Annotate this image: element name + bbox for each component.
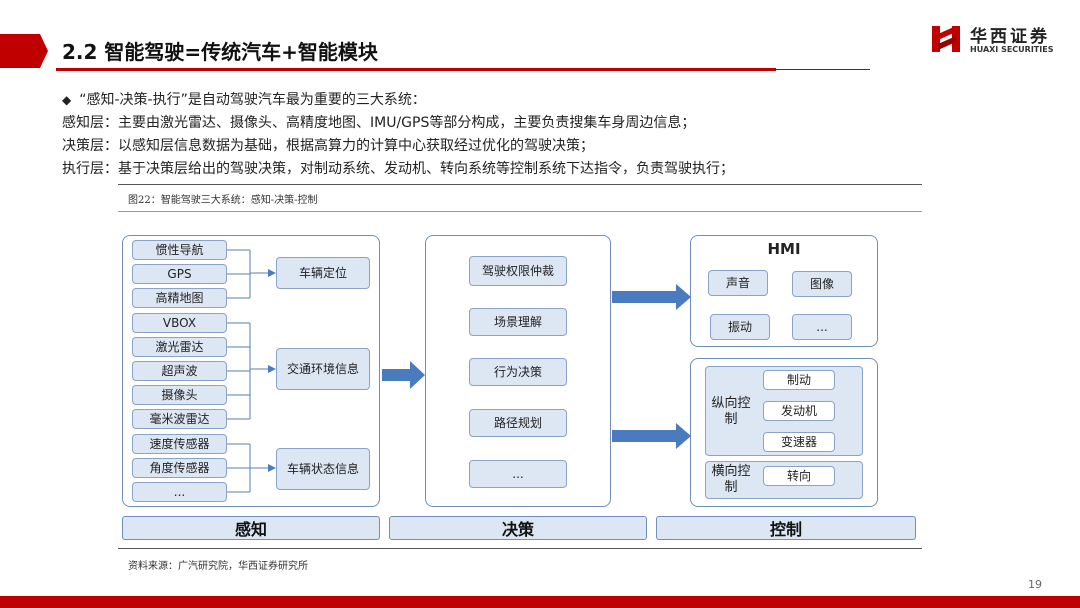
intro-line-execution: 执行层：基于决策层给出的驾驶决策，对制动系统、发动机、转向系统等控制系统下达指令… (62, 161, 734, 177)
label-control: 控制 (656, 516, 916, 540)
control-engine: 发动机 (763, 401, 835, 421)
group-traffic-environment: 交通环境信息 (276, 348, 370, 390)
decision-behavior: 行为决策 (469, 358, 567, 386)
input-vbox: VBOX (132, 313, 227, 333)
figure-caption: 图22：智能驾驶三大系统：感知-决策-控制 (128, 195, 318, 206)
input-gps: GPS (132, 264, 227, 284)
control-steering: 转向 (763, 466, 835, 486)
figure-rule-top (118, 184, 922, 185)
figure-source: 资料来源：广汽研究院，华西证券研究所 (128, 561, 308, 572)
input-camera: 摄像头 (132, 385, 227, 405)
input-angle-sensor: 角度传感器 (132, 458, 227, 478)
hmi-sound: 声音 (708, 270, 768, 296)
label-decision: 决策 (389, 516, 647, 540)
logo-text-cn: 华西证券 (970, 27, 1050, 47)
arrow-perception-to-decision (382, 361, 425, 389)
decision-driving-authority: 驾驶权限仲裁 (469, 256, 567, 286)
page-number: 19 (1028, 578, 1042, 591)
decision-path-planning: 路径规划 (469, 409, 567, 437)
huaxi-logo-icon (932, 26, 960, 52)
group-vehicle-state: 车辆状态信息 (276, 448, 370, 490)
input-inertial-nav: 惯性导航 (132, 240, 227, 260)
longitudinal-control-label: 纵向控制 (711, 396, 751, 427)
figure-rule-mid (118, 211, 922, 212)
hmi-vibration: 振动 (710, 314, 770, 340)
title-underline (56, 68, 776, 71)
diamond-bullet-icon: ◆ (62, 93, 72, 107)
label-perception: 感知 (122, 516, 380, 540)
input-ultrasonic: 超声波 (132, 361, 227, 381)
hmi-title: HMI (767, 240, 801, 258)
footer-red-bar (0, 596, 1080, 608)
arrow-decision-to-control (612, 423, 691, 449)
intro-bullet-text: “感知-决策-执行”是自动驾驶汽车最为重要的三大系统： (79, 92, 426, 108)
decision-scene-understanding: 场景理解 (469, 308, 567, 336)
logo-text-en: HUAXI SECURITIES (970, 45, 1054, 54)
title-underline-thin (776, 69, 870, 70)
hmi-more: ... (792, 314, 852, 340)
intro-bullet: ◆ “感知-决策-执行”是自动驾驶汽车最为重要的三大系统： (62, 89, 426, 109)
group-vehicle-positioning: 车辆定位 (276, 257, 370, 289)
control-brake: 制动 (763, 370, 835, 390)
arrow-decision-to-hmi (612, 284, 691, 310)
control-transmission: 变速器 (763, 432, 835, 452)
input-speed-sensor: 速度传感器 (132, 434, 227, 454)
figure-rule-bottom (118, 548, 922, 549)
intro-line-perception: 感知层：主要由激光雷达、摄像头、高精度地图、IMU/GPS等部分构成，主要负责搜… (62, 115, 696, 131)
header-red-tab (0, 34, 48, 68)
input-more: ... (132, 482, 227, 502)
decision-more: ... (469, 460, 567, 488)
page-title: 2.2 智能驾驶=传统汽车+智能模块 (62, 40, 378, 64)
lateral-control-label: 横向控制 (711, 464, 751, 495)
input-hd-map: 高精地图 (132, 288, 227, 308)
input-lidar: 激光雷达 (132, 337, 227, 357)
input-mmwave-radar: 毫米波雷达 (132, 409, 227, 429)
intro-line-decision: 决策层：以感知层信息数据为基础，根据高算力的计算中心获取经过优化的驾驶决策； (62, 138, 594, 154)
hmi-image: 图像 (792, 271, 852, 297)
